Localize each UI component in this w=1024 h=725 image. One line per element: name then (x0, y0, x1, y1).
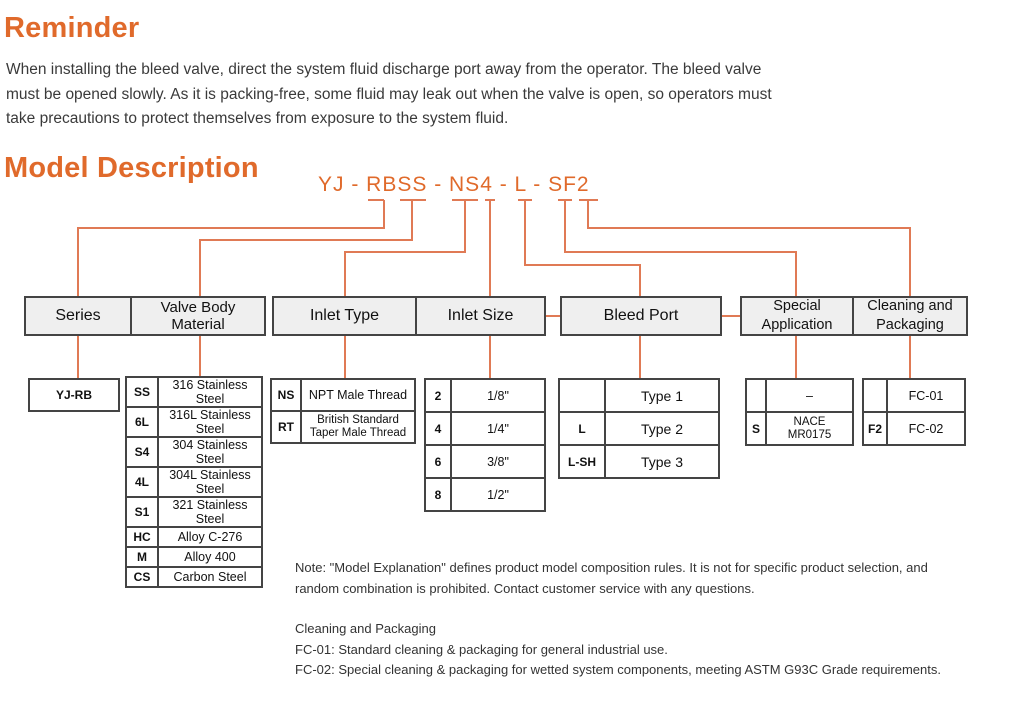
bleed-port-code (558, 378, 606, 413)
material-name: 321 Stainless Steel (157, 496, 263, 528)
model-title: Model Description (4, 152, 259, 184)
material-code: S4 (125, 436, 159, 468)
header-series: Series (24, 296, 132, 336)
note-line: Note: "Model Explanation" defines produc… (295, 560, 928, 575)
special-app-code (745, 378, 767, 413)
inlet-size-name: 3/8" (450, 444, 546, 479)
series-code: YJ-RB (28, 378, 120, 412)
material-code: M (125, 546, 159, 568)
table-row: FC-01 (862, 378, 966, 413)
table-row: Type 1 (558, 378, 720, 413)
table-row: – (745, 378, 854, 413)
header-inlet-size: Inlet Size (415, 296, 546, 336)
reminder-line: When installing the bleed valve, direct … (6, 61, 762, 78)
inlet-size-code: 8 (424, 477, 452, 512)
special-app-code: S (745, 411, 767, 446)
bleed-port-code: L-SH (558, 444, 606, 479)
inlet-size-code: 6 (424, 444, 452, 479)
special-app-name: – (765, 378, 854, 413)
header-special-application: Special Application (740, 296, 854, 336)
material-name: Alloy C-276 (157, 526, 263, 548)
material-code: HC (125, 526, 159, 548)
inlet-size-code: 4 (424, 411, 452, 446)
material-name: Alloy 400 (157, 546, 263, 568)
fc01-description: FC-01: Standard cleaning & packaging for… (295, 641, 668, 657)
inlet-size-name: 1/8" (450, 378, 546, 413)
inlet-size-name: 1/4" (450, 411, 546, 446)
cleaning-name: FC-02 (886, 411, 966, 446)
inlet-type-name: British Standard Taper Male Thread (300, 410, 416, 444)
bleed-port-name: Type 1 (604, 378, 720, 413)
header-bleed-port: Bleed Port (560, 296, 722, 336)
cleaning-packaging-title: Cleaning and Packaging (295, 621, 436, 636)
reminder-line: take precautions to protect themselves f… (6, 110, 509, 127)
material-name: 304L Stainless Steel (157, 466, 263, 498)
header-valve-body-material: Valve Body Material (130, 296, 266, 336)
material-code: CS (125, 566, 159, 588)
inlet-type-name: NPT Male Thread (300, 378, 416, 412)
model-code: YJ - RBSS - NS4 - L - SF2 (318, 173, 590, 196)
reminder-title: Reminder (4, 12, 140, 44)
reminder-line: must be opened slowly. As it is packing-… (6, 85, 772, 103)
reminder-text: When installing the bleed valve, direct … (6, 58, 1006, 132)
header-inlet-type: Inlet Type (272, 296, 417, 336)
note-line: random combination is prohibited. Contac… (295, 580, 755, 596)
bleed-port-code: L (558, 411, 606, 446)
fc02-description: FC-02: Special cleaning & packaging for … (295, 662, 941, 677)
cleaning-name: FC-01 (886, 378, 966, 413)
cleaning-code: F2 (862, 411, 888, 446)
special-app-name: NACE MR0175 (765, 411, 854, 446)
material-code: SS (125, 376, 159, 408)
material-code: S1 (125, 496, 159, 528)
inlet-type-code: NS (270, 378, 302, 412)
table-row: YJ-RB (28, 378, 120, 412)
notes-block: Note: "Model Explanation" defines produc… (295, 558, 1010, 681)
series-table: YJ-RB (28, 378, 120, 412)
material-name: 316 Stainless Steel (157, 376, 263, 408)
material-name: 316L Stainless Steel (157, 406, 263, 438)
material-name: 304 Stainless Steel (157, 436, 263, 468)
material-code: 4L (125, 466, 159, 498)
cleaning-code (862, 378, 888, 413)
inlet-type-code: RT (270, 410, 302, 444)
bleed-port-name: Type 2 (604, 411, 720, 446)
material-code: 6L (125, 406, 159, 438)
header-cleaning-packaging: Cleaning and Packaging (852, 296, 968, 336)
bleed-port-name: Type 3 (604, 444, 720, 479)
material-name: Carbon Steel (157, 566, 263, 588)
inlet-size-name: 1/2" (450, 477, 546, 512)
inlet-size-code: 2 (424, 378, 452, 413)
